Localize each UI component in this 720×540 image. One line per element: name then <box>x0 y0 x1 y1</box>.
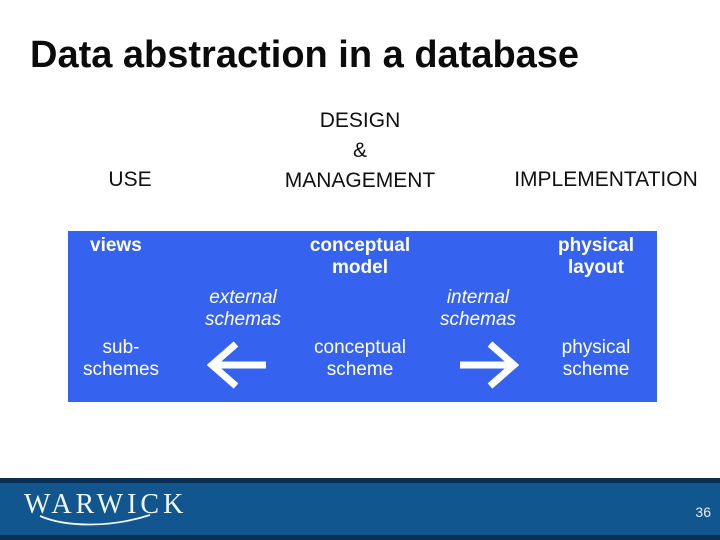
phase-label-use: USE <box>108 168 152 191</box>
diagram-label-external-schemas: external schemas <box>204 287 282 330</box>
abstraction-diagram: views conceptual model physical layout e… <box>68 231 657 402</box>
diagram-label-physical-scheme: physical scheme <box>561 337 631 380</box>
slide-title: Data abstraction in a database <box>30 34 580 76</box>
phase-design-line: DESIGN <box>319 109 401 132</box>
diagram-label-physical-layout: physical layout <box>557 235 635 278</box>
warwick-logo-swash <box>39 514 151 526</box>
phase-design-line: & <box>352 139 367 162</box>
left-arrow-icon <box>206 341 266 389</box>
diagram-label-internal-schemas: internal schemas <box>439 287 517 330</box>
footer-band: WARWICK 36 <box>0 478 720 540</box>
diagram-label-conceptual-scheme: conceptual scheme <box>314 337 406 380</box>
phase-design-line: MANAGEMENT <box>284 169 436 192</box>
footer-top-stripe <box>0 478 720 483</box>
right-arrow-icon <box>460 341 520 389</box>
footer-bottom-stripe <box>0 535 720 540</box>
warwick-logo: WARWICK <box>24 489 187 521</box>
page-number: 36 <box>695 504 711 520</box>
warwick-logo-text: WARWICK <box>24 489 188 520</box>
diagram-label-views: views <box>90 235 142 256</box>
phase-label-implementation: IMPLEMENTATION <box>514 168 698 191</box>
diagram-label-conceptual-model: conceptual model <box>309 235 411 278</box>
diagram-label-sub-schemes: sub- schemes <box>82 337 160 380</box>
phase-label-design-management: DESIGN & MANAGEMENT <box>260 106 460 196</box>
